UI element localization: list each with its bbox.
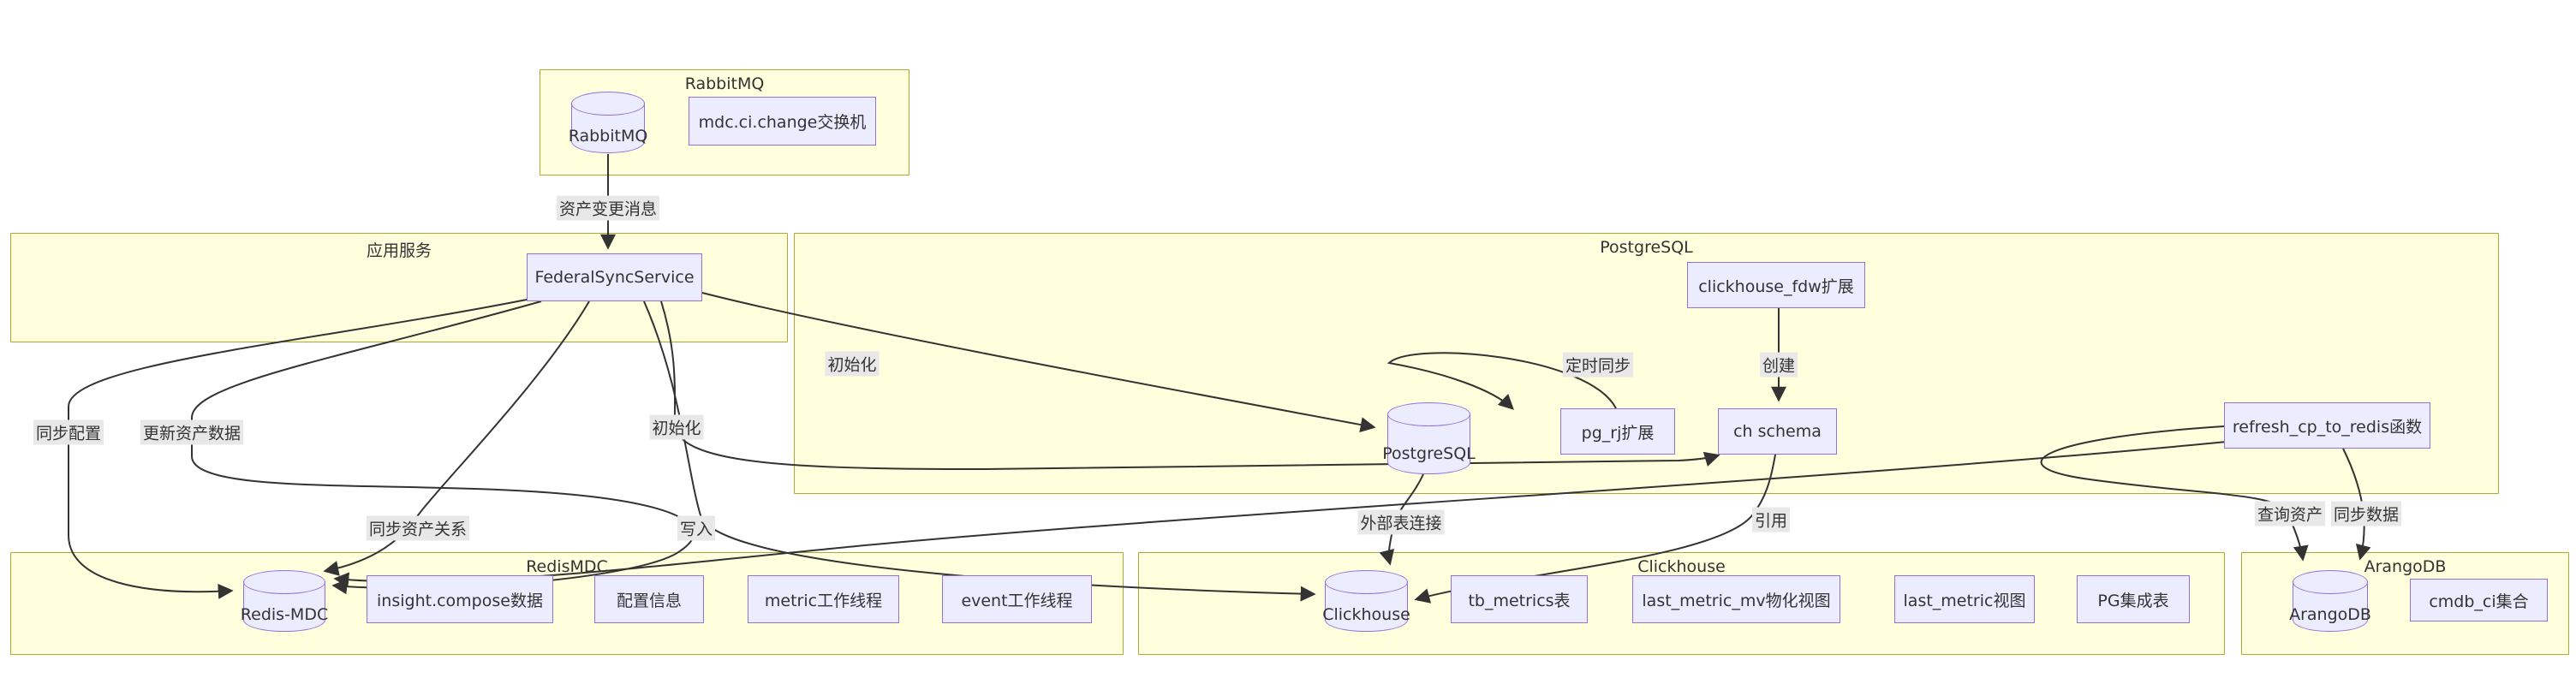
node-config-info: 配置信息	[594, 575, 704, 623]
cluster-postgresql: PostgreSQL	[794, 233, 2499, 494]
edge-label-write: 写入	[677, 515, 716, 541]
cylinder-top-ellipse	[570, 92, 646, 116]
edge-label-scheduled-sync: 定时同步	[1562, 352, 1634, 378]
cluster-clickhouse-title: Clickhouse	[1637, 557, 1726, 576]
node-postgresql-cylinder: PostgreSQL	[1382, 402, 1476, 474]
cylinder-top-ellipse	[242, 570, 326, 594]
edge-label-update-asset-data: 更新资产数据	[140, 419, 244, 445]
node-clickhouse-cylinder: Clickhouse	[1322, 570, 1410, 632]
cylinder-top-ellipse	[1386, 402, 1471, 426]
node-last-metric-view: last_metric视图	[1894, 575, 2035, 623]
node-postgresql-label: PostgreSQL	[1382, 444, 1476, 463]
node-insight-compose-data: insight.compose数据	[367, 575, 553, 623]
edge-label-init-chschema: 初始化	[649, 414, 704, 440]
edge-fss-to-redis-update-assets	[191, 300, 695, 595]
node-cmdb-ci-collection: cmdb_ci集合	[2410, 579, 2548, 622]
node-arangodb-label: ArangoDB	[2289, 605, 2371, 624]
node-metric-worker-thread: metric工作线程	[748, 575, 899, 623]
node-federalsyncservice: FederalSyncService	[527, 253, 702, 301]
edge-fss-to-redis-sync-config	[68, 299, 528, 599]
node-redis-mdc-label: Redis-MDC	[240, 605, 329, 624]
edge-label-sync-config: 同步配置	[33, 419, 104, 445]
node-pg-integration-table: PG集成表	[2077, 575, 2190, 623]
edge-label-sync-asset-relations: 同步资产关系	[366, 515, 470, 541]
edge-label-query-assets: 查询资产	[2254, 501, 2326, 526]
node-arangodb-cylinder: ArangoDB	[2289, 570, 2371, 632]
edge-label-create: 创建	[1759, 352, 1798, 378]
node-tb-metrics-table: tb_metrics表	[1451, 575, 1588, 623]
node-ch-schema: ch schema	[1718, 408, 1837, 455]
node-pg-rj-extension: pg_rj扩展	[1560, 408, 1675, 455]
node-mdc-ci-change-exchange: mdc.ci.change交换机	[689, 97, 876, 146]
edge-label-sync-data: 同步数据	[2330, 501, 2402, 526]
node-rabbitmq-label: RabbitMQ	[568, 127, 648, 146]
node-clickhouse-fdw-extension: clickhouse_fdw扩展	[1687, 262, 1865, 308]
cylinder-top-ellipse	[1324, 570, 1409, 594]
node-rabbitmq-cylinder: RabbitMQ	[568, 92, 648, 153]
node-clickhouse-label: Clickhouse	[1322, 605, 1410, 624]
edge-label-reference: 引用	[1751, 507, 1791, 532]
cylinder-top-ellipse	[2292, 570, 2369, 594]
node-event-worker-thread: event工作线程	[942, 575, 1092, 623]
edge-label-external-table-conn: 外部表连接	[1357, 509, 1445, 535]
cluster-redismdc-title: RedisMDC	[526, 557, 608, 576]
edge-label-asset-change-message: 资产变更消息	[556, 195, 660, 221]
node-last-metric-mv: last_metric_mv物化视图	[1632, 575, 1840, 623]
cluster-rabbitmq-title: RabbitMQ	[684, 74, 765, 93]
cluster-postgresql-title: PostgreSQL	[1600, 238, 1693, 257]
cluster-app-services-title: 应用服务	[366, 241, 432, 260]
node-refresh-cp-to-redis-function: refresh_cp_to_redis函数	[2224, 402, 2430, 449]
node-redis-mdc-cylinder: Redis-MDC	[240, 570, 329, 632]
cluster-arangodb-title: ArangoDB	[2364, 557, 2447, 576]
edge-label-init-postgresql: 初始化	[825, 351, 880, 377]
